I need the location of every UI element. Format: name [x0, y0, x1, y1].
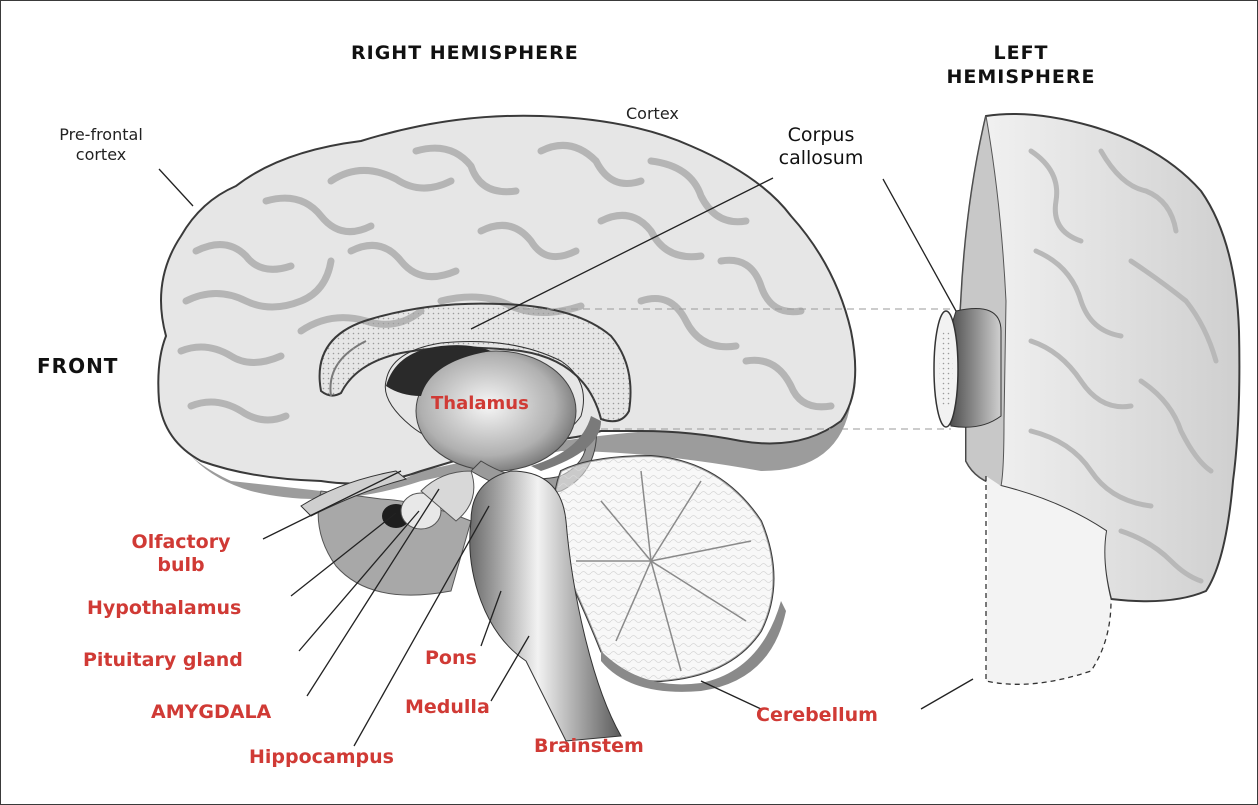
prefrontal-cortex-label: Pre-frontal cortex: [41, 125, 161, 165]
medulla-label: Medulla: [405, 696, 490, 719]
cerebellum-label: Cerebellum: [756, 704, 878, 727]
right-hemisphere-drawing: [158, 116, 856, 741]
pons-label: Pons: [425, 647, 477, 670]
left-hemisphere-drawing: [934, 114, 1239, 684]
left-hemisphere-label: LEFT HEMISPHERE: [946, 41, 1096, 89]
thalamus-label: Thalamus: [431, 392, 529, 415]
right-hemisphere-label: RIGHT HEMISPHERE: [351, 41, 501, 65]
brainstem-label: Brainstem: [534, 735, 644, 758]
amygdala-label: AMYGDALA: [151, 701, 271, 724]
front-label: FRONT: [37, 354, 118, 378]
hypothalamus-label: Hypothalamus: [87, 597, 241, 620]
corpus-callosum-label: Corpus callosum: [761, 124, 881, 170]
hippocampus-label: Hippocampus: [249, 746, 394, 769]
pituitary-gland-label: Pituitary gland: [83, 649, 243, 672]
cortex-label: Cortex: [626, 104, 679, 124]
olfactory-bulb-label: Olfactory bulb: [111, 531, 251, 577]
